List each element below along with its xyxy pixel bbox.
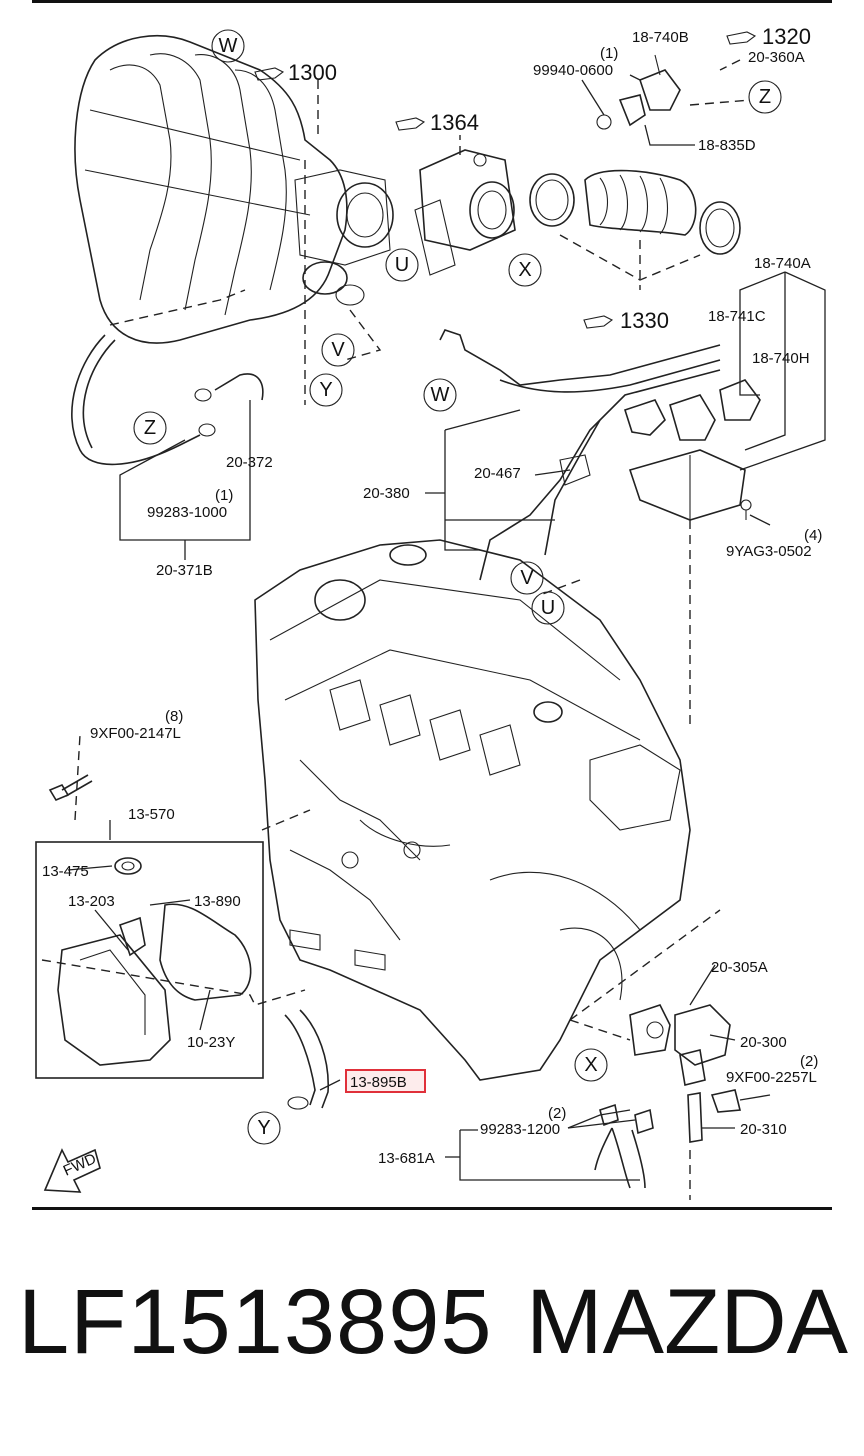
svg-text:W: W (431, 384, 450, 406)
part-label-13-570: 13-570 (128, 806, 175, 823)
part-label-20-360A: 20-360A (748, 49, 805, 66)
fwd-label: FWD (61, 1150, 99, 1179)
part-label-18-740B: 18-740B (632, 29, 689, 46)
hose-13-895B (284, 1009, 329, 1110)
hand-pointer-icon (395, 117, 426, 131)
circle-marker-x: X (508, 253, 542, 287)
part-label-20-380: 20-380 (363, 485, 410, 502)
svg-text:Y: Y (319, 379, 332, 401)
egr-valve (629, 1004, 742, 1143)
circle-markers: W Z U X V Y Z W V U X Y (133, 29, 782, 1145)
circle-marker-u: U (385, 248, 419, 282)
pcv-hose (71, 334, 264, 466)
fwd-arrow: FWD (43, 1148, 101, 1193)
svg-text:U: U (541, 597, 555, 619)
part-label-20-305A: 20-305A (711, 959, 768, 976)
bolt-9XF00-2147L (48, 774, 93, 802)
circle-marker-w: W (211, 29, 245, 63)
part-label-18-741C: 18-741C (708, 308, 766, 325)
hand-pointer-icon (726, 31, 757, 45)
solenoid-valves (623, 379, 761, 521)
part-label-13-681A: 13-681A (378, 1150, 435, 1167)
product-footer: LF1513895 MAZDA (0, 1270, 864, 1410)
quantity-label: (2) (800, 1053, 818, 1070)
svg-text:X: X (584, 1054, 597, 1076)
part-label-10-23Y: 10-23Y (187, 1034, 235, 1051)
circle-marker-v: V (510, 561, 544, 595)
part-label-99283-1000: 99283-1000 (147, 504, 227, 521)
part-label-13-895B: 13-895B (350, 1074, 407, 1091)
part-label-99283-1200: 99283-1200 (480, 1121, 560, 1138)
circle-marker-z: Z (133, 411, 167, 445)
part-labels: 1300 1364 1320 1330 18-740B 20-360A (1) … (42, 24, 822, 1167)
circle-marker-u: U (531, 591, 565, 625)
part-label-9XF00-2257L: 9XF00-2257L (726, 1069, 817, 1086)
part-label-9XF00-2147L: 9XF00-2147L (90, 725, 181, 742)
hand-pointer-icons (254, 31, 757, 329)
quantity-label: (8) (165, 708, 183, 725)
part-label-20-310: 20-310 (740, 1121, 787, 1138)
part-label-20-371B: 20-371B (156, 562, 213, 579)
ref-label-1320: 1320 (762, 24, 811, 49)
svg-text:X: X (518, 259, 531, 281)
quantity-label: (4) (804, 527, 822, 544)
svg-text:Z: Z (144, 417, 156, 439)
part-number: LF1513895 (18, 1271, 493, 1373)
bottom-rule (32, 1207, 832, 1210)
quantity-label: (2) (548, 1105, 566, 1122)
part-label-18-835D: 18-835D (698, 137, 756, 154)
circle-marker-w: W (423, 378, 457, 412)
circle-marker-y: Y (309, 373, 343, 407)
hand-pointer-icon (254, 67, 285, 81)
vacuum-pipes (439, 329, 721, 581)
part-label-20-300: 20-300 (740, 1034, 787, 1051)
hose-13-681A (594, 1103, 654, 1189)
svg-text:Z: Z (759, 86, 771, 108)
part-label-13-203: 13-203 (68, 893, 115, 910)
hand-pointer-icon (583, 315, 614, 329)
brand-name: MAZDA (526, 1271, 848, 1373)
part-label-13-890: 13-890 (194, 893, 241, 910)
part-label-20-372: 20-372 (226, 454, 273, 471)
part-label-18-740A: 18-740A (754, 255, 811, 272)
svg-text:W: W (219, 35, 238, 57)
top-rule (32, 0, 832, 3)
part-label-20-467: 20-467 (474, 465, 521, 482)
ref-label-1364: 1364 (430, 110, 479, 135)
engine-parts-diagram: FWD W Z U X V Y Z W V U X Y 1300 1364 13… (32, 0, 832, 1210)
circle-marker-v: V (321, 333, 355, 367)
svg-text:Y: Y (257, 1117, 270, 1139)
circle-marker-y: Y (247, 1111, 281, 1145)
svg-text:U: U (395, 254, 409, 276)
engine-block (254, 539, 691, 1081)
svg-text:V: V (331, 339, 345, 361)
circle-marker-z: Z (748, 80, 782, 114)
svg-text:V: V (520, 567, 534, 589)
part-label-13-475: 13-475 (42, 863, 89, 880)
highlight-box (345, 1069, 426, 1093)
part-label-9YAG3-0502: 9YAG3-0502 (726, 543, 812, 560)
part-label-99940-0600: 99940-0600 (533, 62, 613, 79)
quantity-label: (1) (600, 45, 618, 62)
ref-label-1330: 1330 (620, 308, 669, 333)
oil-separator-box (35, 841, 264, 1079)
leader-lines (67, 74, 826, 1181)
ref-label-1300: 1300 (288, 60, 337, 85)
quantity-label: (1) (215, 487, 233, 504)
intake-manifold (74, 34, 394, 344)
circle-marker-x: X (574, 1048, 608, 1082)
throttle-body (414, 149, 516, 276)
part-label-18-740H: 18-740H (752, 350, 810, 367)
air-intake-hose (529, 169, 741, 255)
